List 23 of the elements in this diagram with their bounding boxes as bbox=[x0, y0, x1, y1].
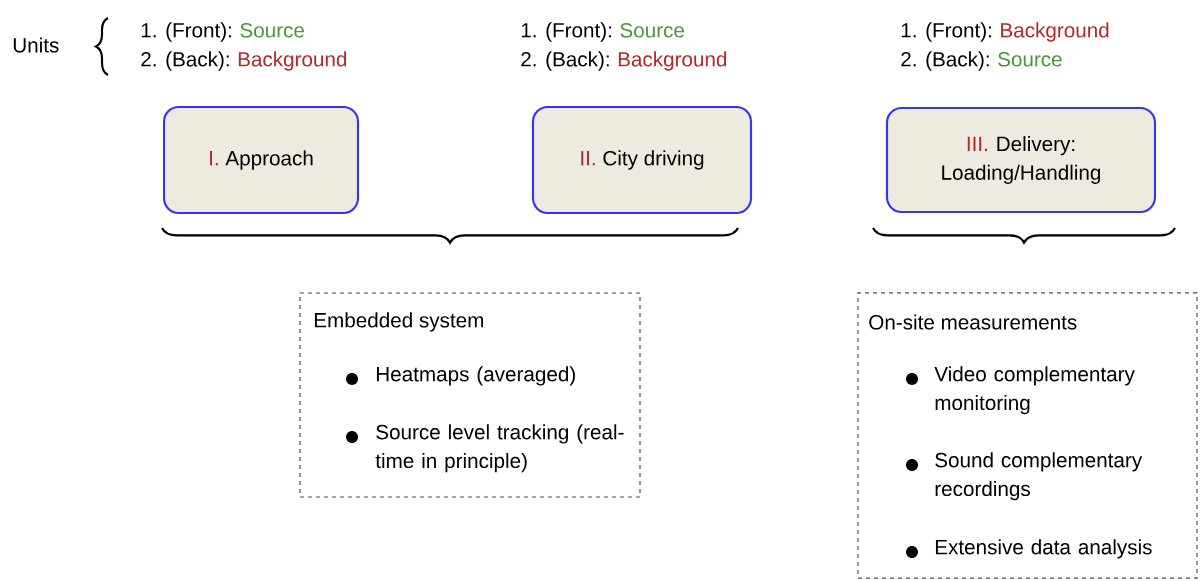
value-label: Source bbox=[998, 51, 1062, 67]
bullet-item: Sound complementary recordings bbox=[935, 452, 1143, 501]
units-label: Units bbox=[13, 37, 59, 53]
phase-box: II. City driving bbox=[531, 105, 753, 215]
bullet-item: Heatmaps (averaged) bbox=[376, 366, 575, 386]
list-item-label: 1. (Front): bbox=[141, 22, 231, 42]
bullet-item: Extensive data analysis bbox=[935, 539, 1152, 559]
box-heading: Embedded system bbox=[314, 312, 484, 332]
list-item-label: 2. (Back): bbox=[141, 51, 229, 71]
list-item-label: 2. (Back): bbox=[901, 51, 989, 71]
value-label: Source bbox=[620, 22, 684, 38]
bullet-item: Video complementary monitoring bbox=[934, 366, 1135, 415]
value-label: Source bbox=[240, 22, 304, 38]
phase-box: I. Approach bbox=[162, 105, 360, 215]
list-item-label: 1. (Front): bbox=[901, 22, 991, 42]
list-item-label: 1. (Front): bbox=[521, 22, 611, 42]
value-label: Background bbox=[238, 51, 347, 71]
bullet-item: Source level tracking (real-time in principle) bbox=[375, 424, 624, 473]
box-heading: On-site measurements bbox=[869, 314, 1077, 330]
value-label: Background bbox=[1001, 22, 1109, 42]
phase-box: III. Delivery: Loading/Handling bbox=[885, 106, 1157, 214]
value-label: Background bbox=[618, 51, 727, 71]
list-item-label: 2. (Back): bbox=[521, 51, 609, 71]
